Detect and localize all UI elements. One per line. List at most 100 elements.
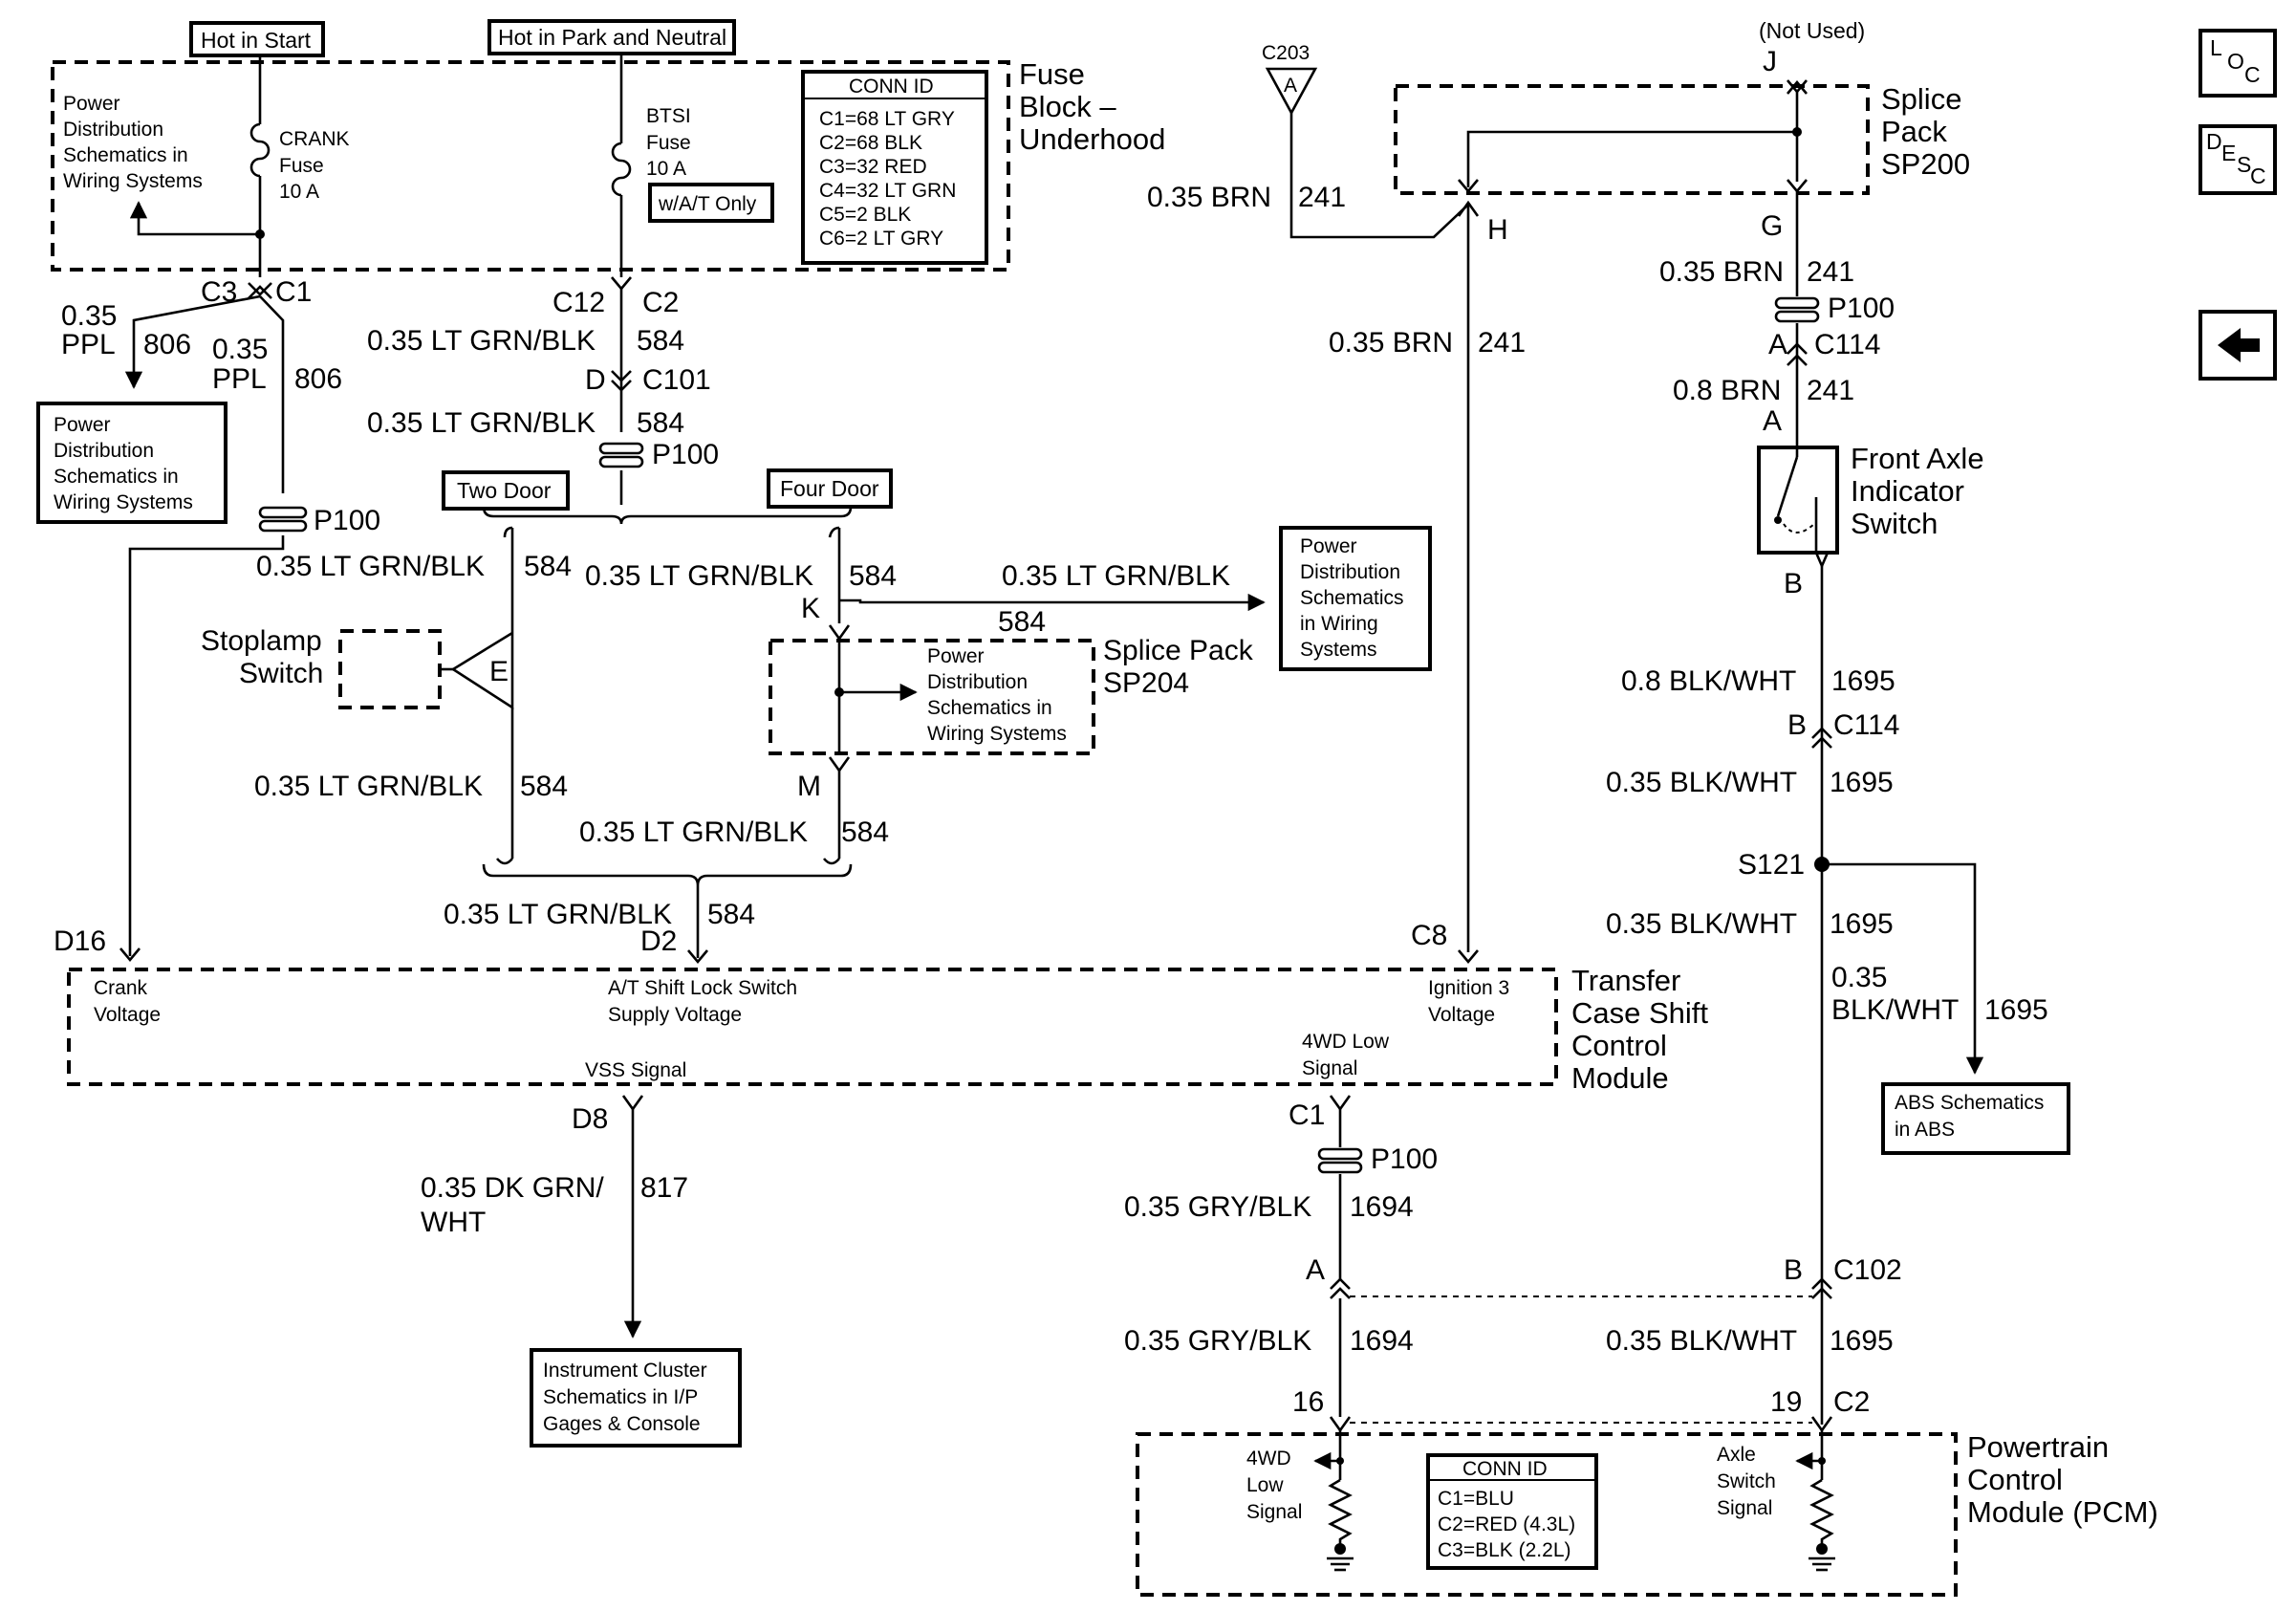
connector-c2: C2 bbox=[642, 287, 679, 318]
pd-feed-arrow bbox=[129, 201, 260, 236]
pcm-title-2: Control bbox=[1967, 1463, 2063, 1496]
pin-d: D bbox=[585, 364, 606, 396]
4wd-low-signal-label-2: Signal bbox=[1302, 1057, 1357, 1079]
desc-letter: E bbox=[2221, 141, 2236, 165]
ckt-1695-4: 1695 bbox=[1830, 1325, 1894, 1357]
abs-branch-wire bbox=[1822, 862, 1984, 1075]
pcm-axle-label-2: Switch bbox=[1717, 1470, 1776, 1492]
sp204-pd-line: Power bbox=[927, 645, 985, 667]
pin-g: G bbox=[1761, 210, 1783, 242]
loc-button[interactable]: L O C bbox=[2199, 29, 2277, 98]
ppl-ckt-b: 806 bbox=[294, 363, 342, 395]
front-axle-switch-label-2: Indicator bbox=[1851, 474, 1964, 508]
p100-inline-4wd bbox=[1317, 1147, 1363, 1174]
conn-id-row: C5=2 BLK bbox=[819, 204, 911, 226]
pcm-4wd-label: 4WD bbox=[1246, 1448, 1291, 1469]
pd-schematics-label-3: Schematics in bbox=[63, 144, 188, 166]
switch-pivot-dot bbox=[1774, 516, 1782, 524]
pcm-conn-row: C3=BLK (2.2L) bbox=[1438, 1539, 1571, 1561]
tcscm-title-2: Case Shift bbox=[1571, 996, 1708, 1030]
c114-a-connector bbox=[1787, 342, 1808, 366]
pcm-4wd-ground-icon bbox=[1327, 1543, 1354, 1572]
pd-box-right-line: in Wiring bbox=[1300, 613, 1378, 635]
desc-button[interactable]: D E S C bbox=[2199, 124, 2277, 195]
not-used-label: (Not Used) bbox=[1759, 18, 1865, 43]
p100-label-center: P100 bbox=[652, 439, 719, 470]
pin-a-switch: A bbox=[1763, 405, 1782, 437]
ckt-584-branch: 584 bbox=[998, 606, 1046, 638]
four-door-wire bbox=[828, 526, 841, 623]
pin-k: K bbox=[801, 593, 820, 624]
ckt-1694-2: 1694 bbox=[1350, 1325, 1414, 1357]
sp200-title: Splice bbox=[1881, 82, 1961, 116]
instrument-cluster-line: Instrument Cluster bbox=[543, 1360, 707, 1382]
pcm-title-3: Module (PCM) bbox=[1967, 1495, 2158, 1529]
ckt-1695-3: 1695 bbox=[1830, 908, 1894, 940]
sp204-title-2: SP204 bbox=[1103, 667, 1189, 699]
btsi-fuse-icon bbox=[611, 142, 632, 197]
p100-inline-left bbox=[258, 506, 308, 533]
merge-bracket bbox=[482, 863, 853, 886]
conn-id-row: C1=68 LT GRY bbox=[819, 108, 955, 130]
c101-connector-icon bbox=[611, 370, 632, 392]
two-door-box bbox=[442, 470, 570, 511]
ppl-size-b: 0.35 bbox=[212, 334, 268, 365]
c102-a-connector bbox=[1330, 1277, 1351, 1299]
pcm-conn-id: CONN ID C1=BLU C2=RED (4.3L) C3=BLK (2.2… bbox=[1426, 1453, 1598, 1570]
abs-schematics-line: ABS Schematics bbox=[1895, 1092, 2044, 1114]
pd-box-left-line: Distribution bbox=[54, 440, 154, 462]
4wd-low-circuit: C1 P100 0.35 GRY/BLK 1694 A 0.35 GRY/BLK… bbox=[1124, 1095, 1438, 1433]
blkwht-08-wire-label: 0.8 BLK/WHT bbox=[1621, 665, 1796, 697]
p100-label-left: P100 bbox=[314, 505, 380, 536]
conn-id-title: CONN ID bbox=[849, 76, 934, 98]
ckt-241-g: 241 bbox=[1807, 256, 1854, 288]
connector-c8: C8 bbox=[1411, 920, 1447, 951]
pcm-axle-resistor-icon bbox=[1809, 1478, 1834, 1547]
pcm-axle-ground-icon bbox=[1809, 1543, 1835, 1572]
pin-d2: D2 bbox=[640, 925, 677, 957]
ckt-584-mid: 584 bbox=[637, 407, 684, 439]
d8-terminal bbox=[621, 1095, 644, 1112]
four-door-terminal bbox=[822, 858, 841, 865]
four-door-box bbox=[767, 468, 893, 509]
front-axle-switch-label-3: Switch bbox=[1851, 507, 1938, 540]
pcm-4wd-resistor-icon bbox=[1328, 1478, 1353, 1547]
loc-icon[interactable] bbox=[2199, 29, 2277, 98]
ckt-584-left-bot: 584 bbox=[520, 771, 568, 802]
4wd-low-signal-label: 4WD Low bbox=[1302, 1031, 1390, 1053]
two-door-wire bbox=[450, 526, 514, 710]
c1-terminal bbox=[1329, 1095, 1352, 1112]
pd-box-right-line: Power bbox=[1300, 535, 1357, 557]
sp204-pd-line: Distribution bbox=[927, 671, 1028, 693]
stoplamp-switch-label-2: Switch bbox=[239, 658, 323, 689]
back-button[interactable] bbox=[2199, 310, 2277, 381]
fuse-block-underhood: Hot in Start Hot in Park and Neutral Fus… bbox=[51, 19, 1165, 277]
hot-in-start-label: Hot in Start bbox=[201, 28, 312, 53]
hot-in-park-label: Hot in Park and Neutral bbox=[498, 25, 726, 50]
ignition3-label-2: Voltage bbox=[1428, 1004, 1495, 1026]
c203-triangle-icon bbox=[1265, 67, 1318, 116]
c102-b-connector bbox=[1811, 1277, 1832, 1299]
pin-h: H bbox=[1487, 214, 1508, 246]
d2-terminal bbox=[687, 949, 708, 965]
hot-in-park-box bbox=[487, 19, 736, 55]
conn-id-row: C3=32 RED bbox=[819, 156, 927, 178]
wire-584-mid-top: 0.35 LT GRN/BLK bbox=[585, 560, 813, 592]
splice-pack-sp200 bbox=[1394, 84, 1870, 195]
sp200-h-terminal bbox=[1458, 179, 1479, 194]
instrument-cluster-box bbox=[530, 1348, 742, 1448]
abs-ckt: 1695 bbox=[1984, 994, 2048, 1026]
blkwht-wire-label-2: 0.35 BLK/WHT bbox=[1606, 767, 1797, 798]
splice-s121: S121 bbox=[1738, 849, 1805, 881]
p100-label-right: P100 bbox=[1828, 293, 1895, 324]
abs-wire-label: 0.35 bbox=[1831, 962, 1887, 993]
pd-box-right-line: Systems bbox=[1300, 639, 1377, 661]
pcm-4wd-label-2: Low bbox=[1246, 1474, 1284, 1496]
front-axle-circuit: C203 A 0.35 BRN 241 (Not Used) J H 0.35 … bbox=[1147, 18, 2070, 1433]
ppl-b: PPL bbox=[212, 363, 267, 395]
desc-icon[interactable] bbox=[2199, 124, 2277, 195]
pd-box-left bbox=[36, 402, 227, 524]
connector-c114: C114 bbox=[1814, 329, 1881, 360]
pcm-4wd-label-3: Signal bbox=[1246, 1501, 1302, 1523]
pin16-terminal bbox=[1329, 1416, 1352, 1433]
